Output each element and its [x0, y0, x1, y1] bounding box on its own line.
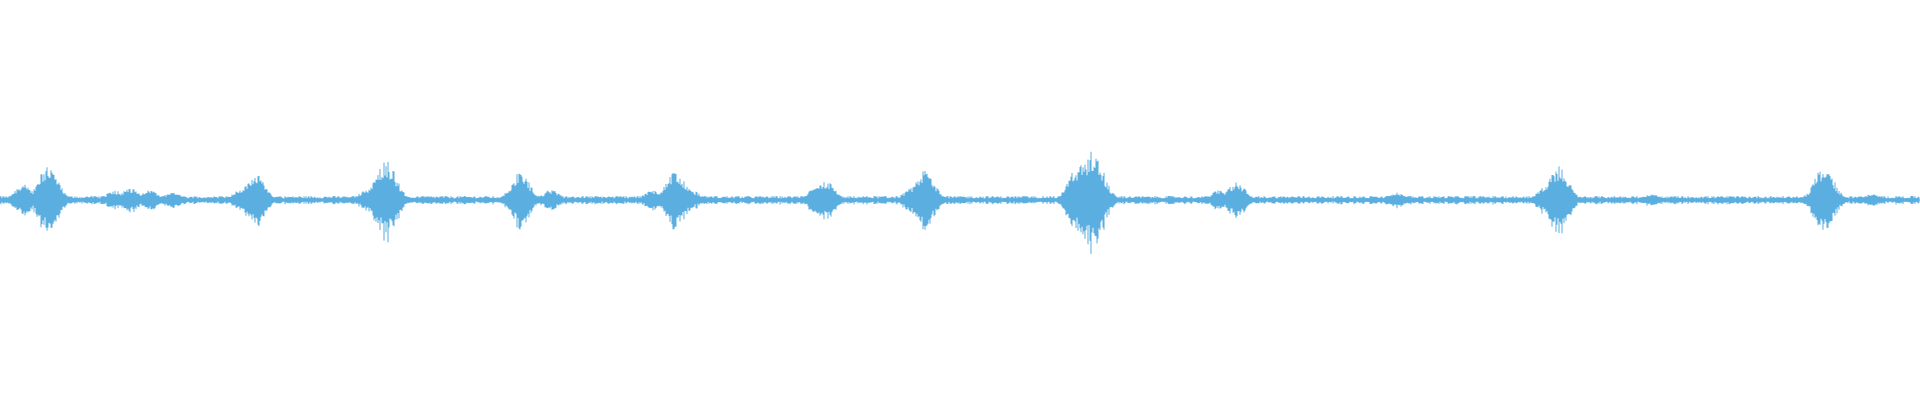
waveform-trace	[0, 151, 1920, 254]
